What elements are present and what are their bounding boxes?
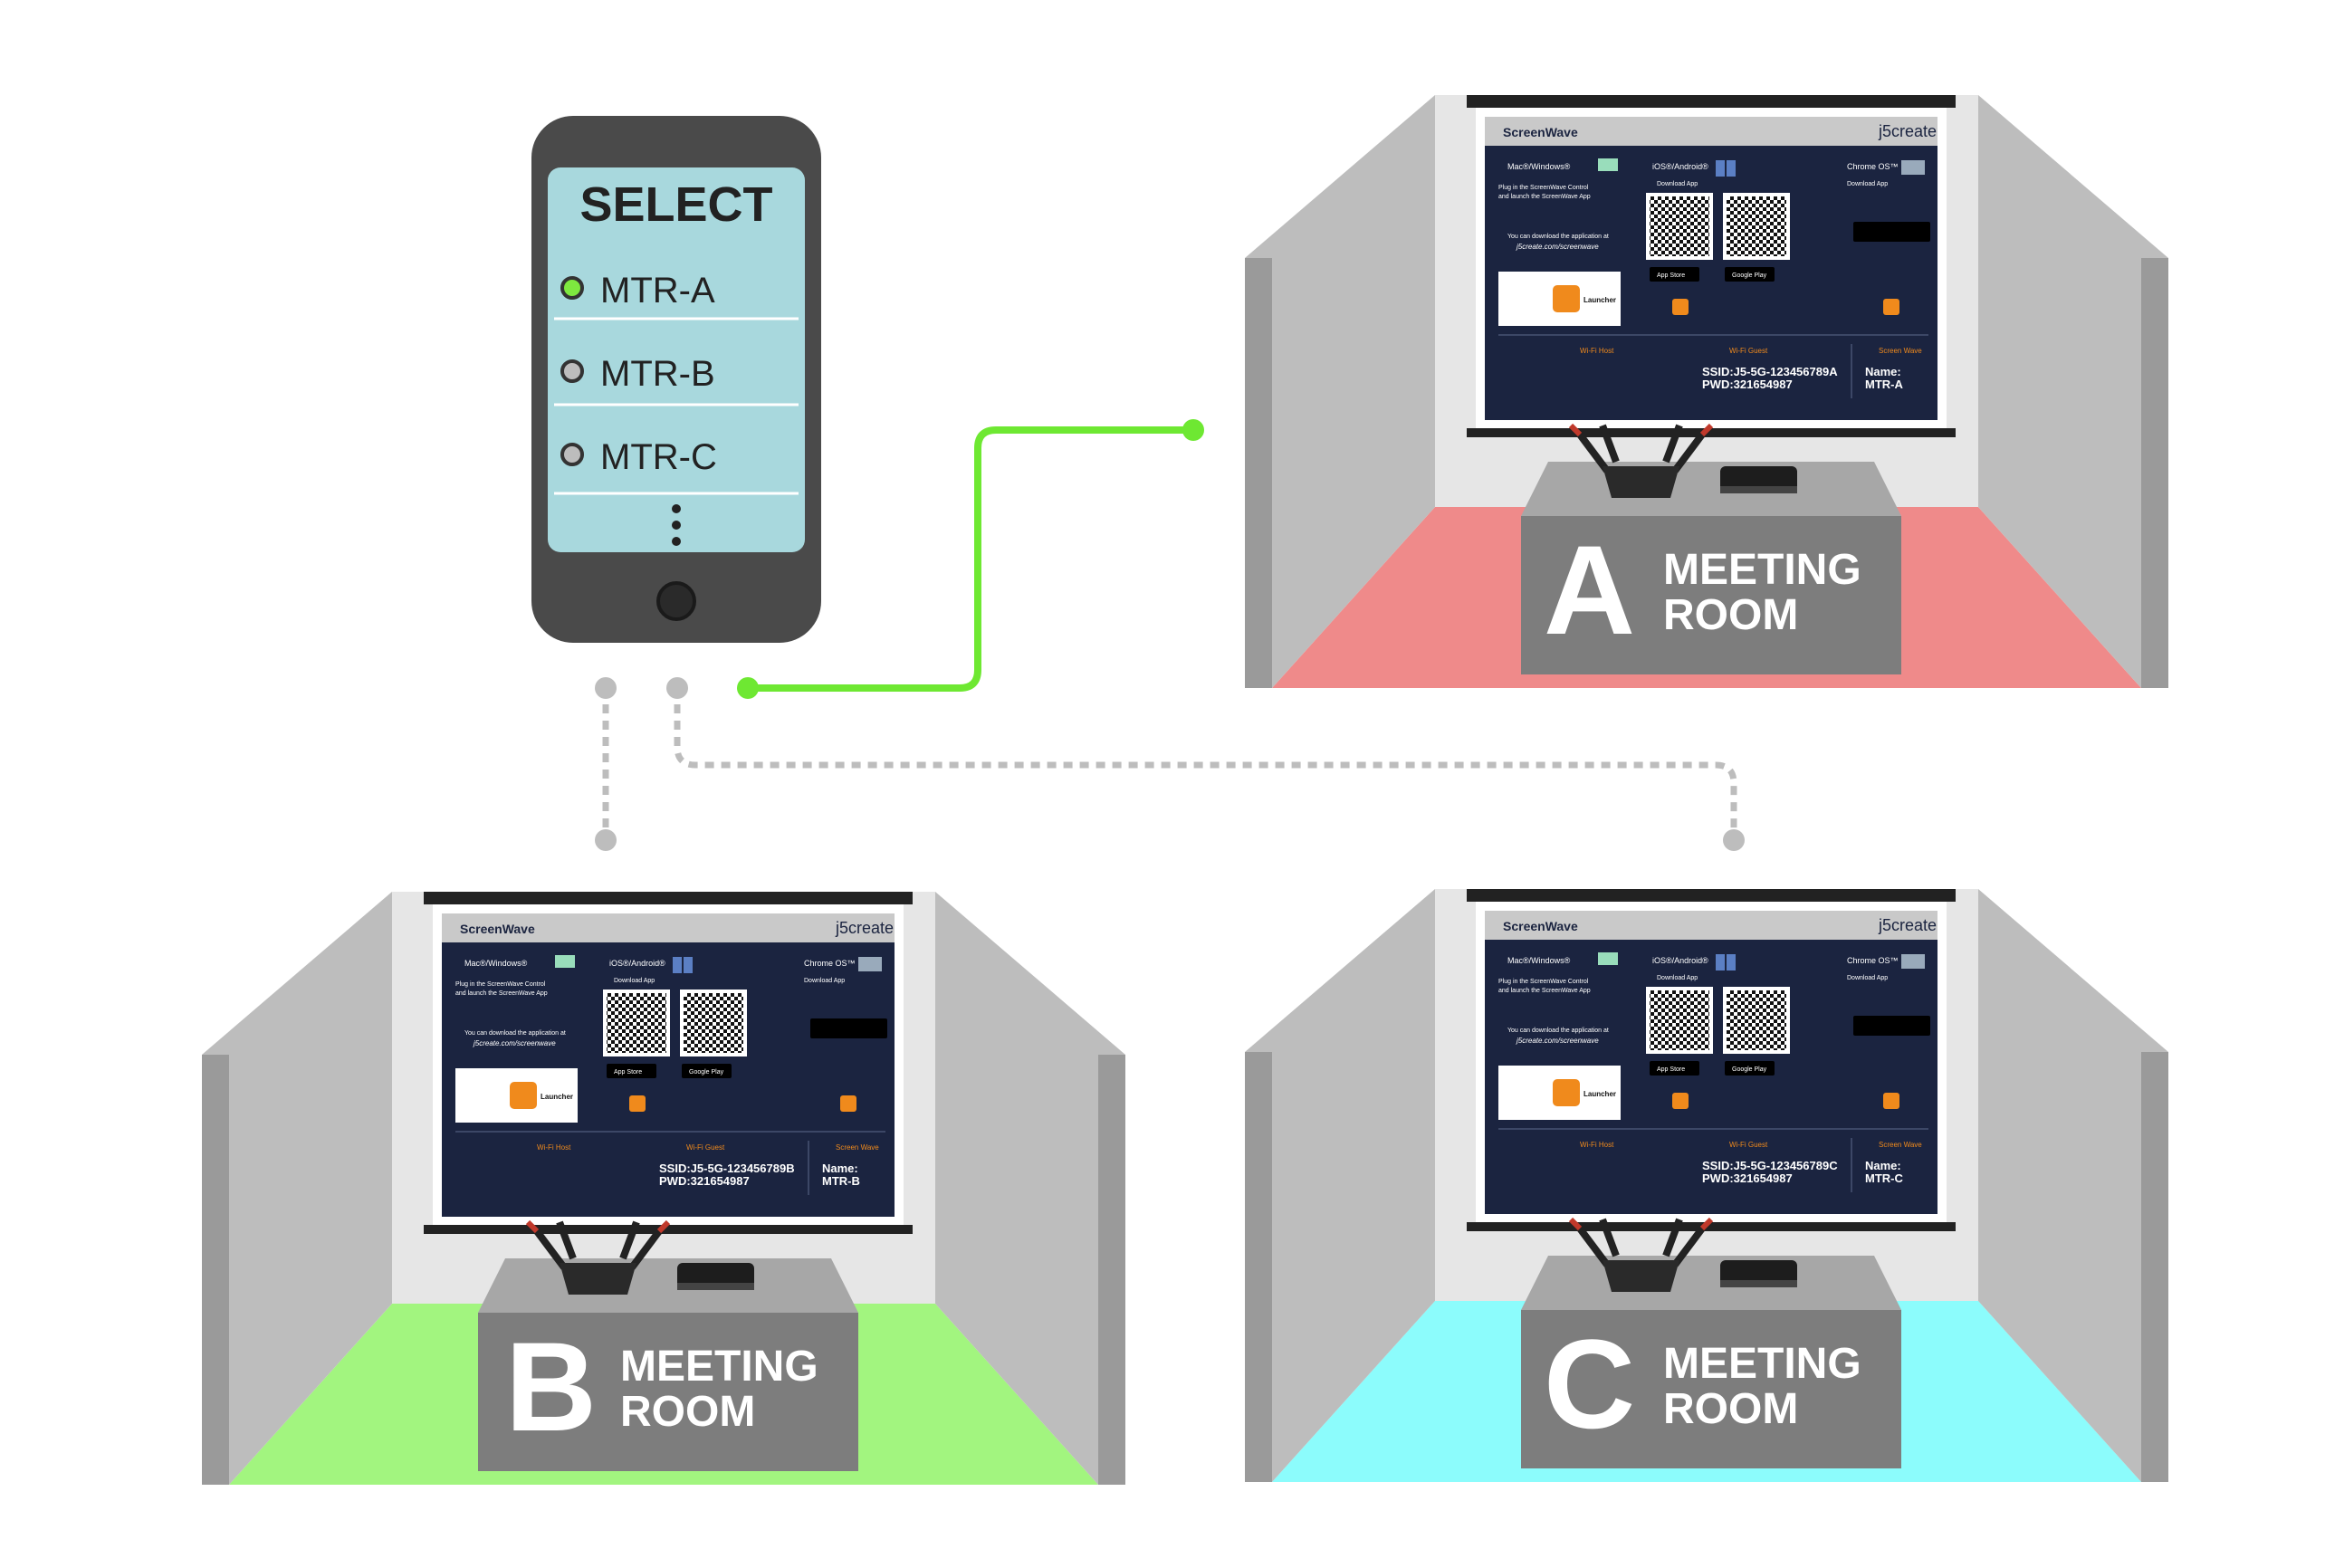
screen-brand: ScreenWave (460, 922, 535, 936)
screen-col2-title: iOS®/Android® (1652, 162, 1708, 171)
phone-screen (548, 167, 805, 552)
screen-logo: j5create (1878, 122, 1937, 140)
room-label: C MEETING ROOM (1544, 1313, 1861, 1455)
projector-screen: ScreenWave j5create Mac®/Windows® Plug i… (1498, 916, 1937, 1185)
screen-brand: ScreenWave (1503, 125, 1578, 139)
screen-col1-text1: Plug in the ScreenWave Control (1498, 185, 1589, 191)
screen-download-text: You can download the application at (464, 1030, 566, 1037)
screen-wifi-host: Wi-Fi Host (1580, 1141, 1614, 1149)
room-label-line1: MEETING (1663, 1340, 1861, 1388)
screen-wifi-host: Wi-Fi Host (1580, 347, 1614, 355)
screen-app-store: App Store (614, 1069, 642, 1076)
screen-col2-title: iOS®/Android® (609, 959, 665, 968)
screen-ssid: SSID:J5-5G-123456789C (1702, 1159, 1838, 1172)
screen-google-play: Google Play (1732, 272, 1767, 279)
screen-app-store: App Store (1657, 272, 1685, 279)
screen-ssid: SSID:J5-5G-123456789B (659, 1162, 795, 1175)
room-label-line1: MEETING (620, 1343, 818, 1391)
screen-col3-title: Chrome OS™ (1847, 956, 1899, 965)
screen-name-value: MTR-C (1865, 1171, 1903, 1185)
room-label-line2: ROOM (1663, 591, 1798, 639)
screen-google-play: Google Play (1732, 1066, 1767, 1073)
connection-mtr-c (666, 677, 1745, 851)
phone-option-label: MTR-A (600, 271, 715, 311)
screen-wifi-guest: Wi-Fi Guest (1729, 1141, 1768, 1149)
screen-wave-label: Screen Wave (1879, 347, 1922, 355)
screen-wave-label: Screen Wave (836, 1143, 879, 1152)
screen-download-url: j5create.com/screenwave (1516, 243, 1599, 251)
screen-launcher: Launcher (1583, 296, 1616, 304)
connection-mtr-b (595, 677, 617, 851)
phone-option-mtr-a[interactable]: MTR-A (554, 271, 799, 320)
meeting-room-a: ScreenWave j5create Mac®/Windows® Plug i… (1245, 95, 2168, 688)
screen-name-value: MTR-B (822, 1174, 860, 1188)
room-label: B MEETING ROOM (505, 1315, 818, 1458)
screen-col2-text: Download App (614, 978, 655, 984)
screen-google-play: Google Play (689, 1069, 724, 1076)
room-label-line1: MEETING (1663, 546, 1861, 594)
radio-unselected-icon (560, 443, 584, 466)
screen-ssid: SSID:J5-5G-123456789A (1702, 365, 1838, 378)
screen-logo: j5create (835, 919, 894, 937)
screen-pwd: PWD:321654987 (1702, 378, 1793, 391)
screen-logo: j5create (1878, 916, 1937, 934)
screen-col3-text: Download App (1847, 181, 1888, 187)
screen-wifi-guest: Wi-Fi Guest (1729, 347, 1768, 355)
meeting-room-c: ScreenWave j5create Mac®/Windows® Plug i… (1245, 889, 2168, 1482)
screen-name-label: Name: (1865, 1159, 1901, 1172)
screen-col1-text2: and launch the ScreenWave App (1498, 194, 1591, 200)
radio-selected-icon (560, 276, 584, 300)
screen-col3-title: Chrome OS™ (1847, 162, 1899, 171)
radio-unselected-icon (560, 359, 584, 383)
screen-download-text: You can download the application at (1507, 234, 1609, 240)
screen-col1-text2: and launch the ScreenWave App (455, 990, 548, 997)
screen-col1-text1: Plug in the ScreenWave Control (1498, 979, 1589, 985)
phone-option-mtr-b[interactable]: MTR-B (554, 354, 799, 406)
screen-download-url: j5create.com/screenwave (473, 1039, 556, 1047)
screen-wifi-guest: Wi-Fi Guest (686, 1143, 725, 1152)
screen-col1-title: Mac®/Windows® (1507, 162, 1571, 171)
home-button-icon[interactable] (656, 581, 696, 621)
screen-wifi-host: Wi-Fi Host (537, 1143, 571, 1152)
vertical-ellipsis-icon[interactable] (672, 504, 681, 546)
phone-option-mtr-c[interactable]: MTR-C (554, 437, 799, 495)
screen-col1-title: Mac®/Windows® (464, 959, 528, 968)
room-letter: B (505, 1315, 597, 1458)
screen-name-label: Name: (1865, 365, 1901, 378)
screen-col3-title: Chrome OS™ (804, 959, 856, 968)
screen-col2-title: iOS®/Android® (1652, 956, 1708, 965)
screen-name-label: Name: (822, 1162, 858, 1175)
phone-option-label: MTR-C (600, 437, 717, 477)
phone-select-title: SELECT (579, 177, 772, 232)
screen-col1-title: Mac®/Windows® (1507, 956, 1571, 965)
connection-mtr-a (737, 419, 1204, 699)
screen-launcher: Launcher (1583, 1090, 1616, 1098)
screen-col3-text: Download App (1847, 975, 1888, 981)
meeting-room-b: ScreenWave j5create Mac®/Windows® Plug i… (202, 892, 1125, 1485)
projector-screen: ScreenWave j5create Mac®/Windows® Plug i… (455, 919, 894, 1188)
screen-col2-text: Download App (1657, 181, 1698, 187)
projector-screen: ScreenWave j5create Mac®/Windows® Plug i… (1498, 122, 1937, 391)
screen-app-store: App Store (1657, 1066, 1685, 1073)
screen-pwd: PWD:321654987 (1702, 1171, 1793, 1185)
phone-option-label: MTR-B (600, 354, 715, 394)
screen-download-url: j5create.com/screenwave (1516, 1037, 1599, 1045)
screen-col1-text2: and launch the ScreenWave App (1498, 988, 1591, 994)
room-letter: C (1544, 1313, 1635, 1455)
screen-name-value: MTR-A (1865, 378, 1903, 391)
screen-download-text: You can download the application at (1507, 1028, 1609, 1034)
room-label-line2: ROOM (620, 1388, 755, 1436)
screen-pwd: PWD:321654987 (659, 1174, 750, 1188)
room-label-line2: ROOM (1663, 1385, 1798, 1433)
smartphone: SELECT MTR-A MTR-B MTR-C (531, 116, 821, 643)
screen-brand: ScreenWave (1503, 919, 1578, 933)
screen-col1-text1: Plug in the ScreenWave Control (455, 981, 546, 988)
room-letter: A (1544, 519, 1635, 661)
room-label: A MEETING ROOM (1544, 519, 1861, 661)
screen-col3-text: Download App (804, 978, 845, 984)
screen-col2-text: Download App (1657, 975, 1698, 981)
screen-wave-label: Screen Wave (1879, 1141, 1922, 1149)
screen-launcher: Launcher (541, 1093, 573, 1101)
